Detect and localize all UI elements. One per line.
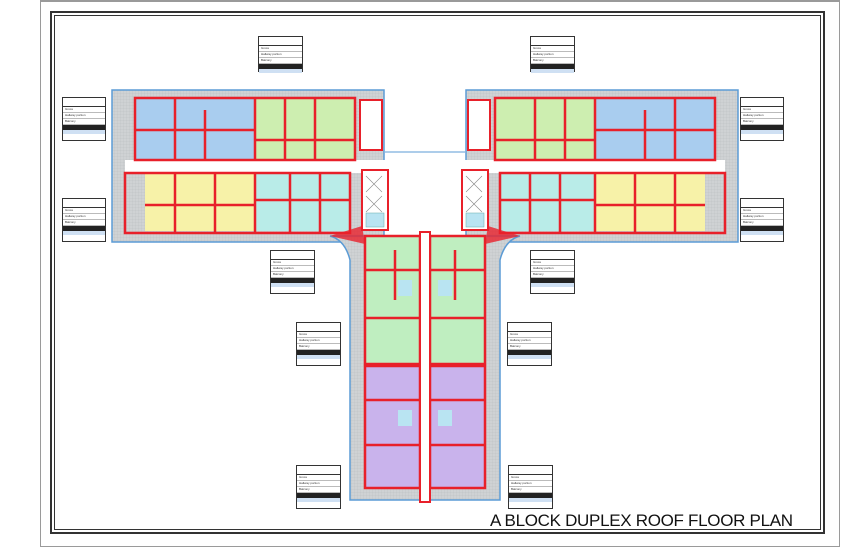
info-table: Gross Hallway portion Balcony [740, 97, 784, 141]
info-table: Gross Hallway portion Balcony [62, 198, 106, 242]
info-table: Gross Hallway portion Balcony [62, 97, 106, 141]
plan-title: A BLOCK DUPLEX ROOF FLOOR PLAN [490, 511, 793, 530]
info-table: Gross Hallway portion Balcony [530, 36, 575, 73]
info-table: Gross Hallway portion Balcony [296, 465, 341, 509]
info-table: Gross Hallway portion Balcony [258, 36, 303, 73]
info-table: Gross Hallway portion Balcony [270, 250, 315, 294]
sheet-inner-border [50, 11, 825, 534]
south-wing [329, 226, 521, 503]
sheet-outer-border [40, 0, 840, 547]
info-table: Gross Hallway portion Balcony [507, 322, 552, 366]
west-wing [111, 89, 389, 243]
info-table: Gross Hallway portion Balcony [296, 322, 341, 366]
east-wing [461, 89, 739, 243]
info-table: Gross Hallway portion Balcony [740, 198, 784, 242]
sheet-inner-border-2 [54, 15, 821, 530]
info-table: Gross Hallway portion Balcony [530, 250, 575, 294]
info-table: Gross Hallway portion Balcony [508, 465, 553, 509]
